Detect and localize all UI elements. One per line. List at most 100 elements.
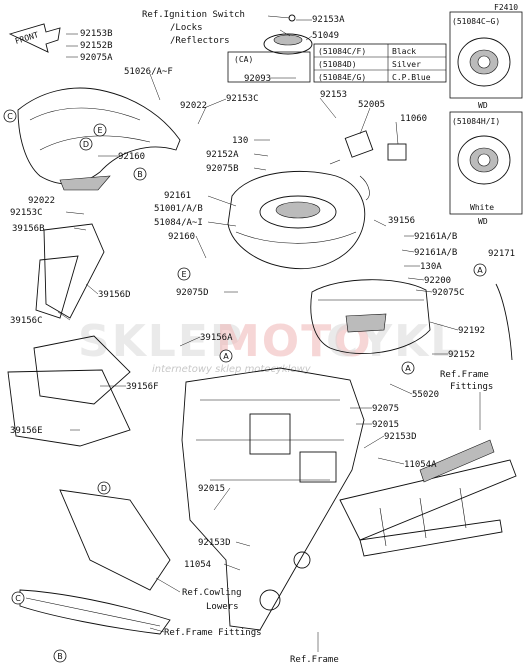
leader-lines <box>57 15 481 652</box>
label-92153B: 92153B <box>80 29 113 39</box>
label-11054: 11054 <box>184 560 211 570</box>
inset-1-region: WD <box>478 101 488 110</box>
inset-top: (51084C~G) WD <box>449 11 523 110</box>
fuel-cap-drawing <box>263 14 313 55</box>
label-92152: 92152 <box>448 350 475 360</box>
label-39156F: 39156F <box>126 382 159 392</box>
callout-c-2-label: C <box>15 594 21 603</box>
ca-box <box>227 51 311 83</box>
label-ref-ignition-2: /Locks <box>170 23 203 33</box>
color-table: (CA) (51084C/F) Black (51084D) Silver (5… <box>227 43 447 83</box>
inset-2-code: (51084H/I) <box>452 117 500 126</box>
fuel-pump-drawing <box>329 130 407 201</box>
color-name-2: Silver <box>392 60 421 69</box>
label-51001: 51001/A/B <box>154 204 203 214</box>
label-92153D-a: 92153D <box>384 432 417 442</box>
label-92015-b: 92015 <box>198 484 225 494</box>
callout-c-2: C <box>11 591 25 605</box>
callout-a-2-label: A <box>223 352 229 361</box>
label-92161AB: 92161A/B <box>414 232 457 242</box>
side-cover-drawing <box>17 87 181 191</box>
label-ref-ignition-3: /Reflectors <box>170 36 230 46</box>
callout-d-2: D <box>97 481 111 495</box>
label-52005: 52005 <box>358 100 385 110</box>
label-92152B: 92152B <box>80 41 113 51</box>
label-ref-cowling-2: Lowers <box>206 602 239 612</box>
color-name-3: C.P.Blue <box>392 73 431 82</box>
label-55020: 55020 <box>412 390 439 400</box>
inset-1-code: (51084C~G) <box>452 17 500 26</box>
label-ref-ignition-1: Ref.Ignition Switch <box>142 10 245 20</box>
label-92022-a: 92022 <box>180 101 207 111</box>
label-39156A: 39156A <box>200 333 233 343</box>
label-ref-frame-fittings-1: Ref.Frame <box>440 370 489 380</box>
label-92153: 92153 <box>320 90 347 100</box>
lower-parts-drawing <box>19 489 171 635</box>
label-92075C: 92075C <box>432 288 465 298</box>
label-39156B: 39156B <box>12 224 45 234</box>
label-11054A: 11054A <box>404 460 437 470</box>
callout-e-1-label: E <box>97 126 102 135</box>
label-130: 130 <box>232 136 248 146</box>
figure-id: F2410 <box>494 3 518 12</box>
label-92075: 92075 <box>372 404 399 414</box>
label-92015-a: 92015 <box>372 420 399 430</box>
label-39156E: 39156E <box>10 426 43 436</box>
color-grid <box>313 43 447 83</box>
side-panels-drawing <box>7 223 131 447</box>
label-92171: 92171 <box>488 249 515 259</box>
label-92160-b: 92160 <box>168 232 195 242</box>
tank-tray-drawing <box>310 279 431 354</box>
inset-bottom: (51084H/I) White WD <box>449 111 523 226</box>
callout-a-3-label: A <box>405 364 411 373</box>
label-ref-frame-fittings-2: Fittings <box>450 382 493 392</box>
label-130A: 130A <box>420 262 442 272</box>
callout-a-1-label: A <box>477 266 483 275</box>
callout-a-1: A <box>473 263 487 277</box>
label-39156C: 39156C <box>10 316 43 326</box>
label-92153C-b: 92153C <box>10 208 43 218</box>
watermark-part3: CYKL <box>326 316 460 367</box>
color-name-1: Black <box>392 47 416 56</box>
sub-frame-drawing <box>339 439 517 557</box>
callout-d-2-label: D <box>101 484 107 493</box>
label-92152A: 92152A <box>206 150 239 160</box>
ca-label: (CA) <box>234 55 253 64</box>
label-92161AB-2: 92161A/B <box>414 248 457 258</box>
color-code-1: (51084C/F) <box>318 47 366 56</box>
label-92075B: 92075B <box>206 164 239 174</box>
part-labels: Ref.Ignition Switch /Locks /Reflectors 9… <box>10 10 515 665</box>
inset-2-note: White <box>470 203 494 212</box>
callout-e-1: E <box>93 123 107 137</box>
callout-c-1: C <box>3 109 17 123</box>
label-92161: 92161 <box>164 191 191 201</box>
label-51084: 51084/A~I <box>154 218 203 228</box>
label-51026: 51026/A~F <box>124 67 173 77</box>
callout-b-2-label: B <box>57 652 63 661</box>
callout-c-1-label: C <box>7 112 13 121</box>
drain-hose-drawing <box>495 283 513 361</box>
label-92200: 92200 <box>424 276 451 286</box>
label-92192: 92192 <box>458 326 485 336</box>
label-51049: 51049 <box>312 31 339 41</box>
callout-b-1-label: B <box>137 170 143 179</box>
front-arrow-icon: FRONT <box>8 23 61 53</box>
callout-b-1: B <box>133 167 147 181</box>
label-92153A: 92153A <box>312 15 345 25</box>
color-code-3: (51084E/G) <box>318 73 366 82</box>
label-92153C-a: 92153C <box>226 94 259 104</box>
fuel-tank-drawing <box>227 170 366 270</box>
watermark-subtitle: internetowy sklep motocyklowy <box>152 364 312 375</box>
label-92075A: 92075A <box>80 53 113 63</box>
callout-e-2-label: E <box>181 270 186 279</box>
callout-d-1: D <box>79 137 93 151</box>
label-92160-a: 92160 <box>118 152 145 162</box>
label-ref-frame-fittings-bottom: Ref.Frame Fittings <box>164 628 262 638</box>
color-code-2: (51084D) <box>318 60 357 69</box>
callout-d-1-label: D <box>83 140 89 149</box>
label-ref-frame: Ref.Frame <box>290 655 339 665</box>
label-ref-cowling-1: Ref.Cowling <box>182 588 242 598</box>
watermark-part2: MOTO <box>216 316 373 367</box>
label-11060: 11060 <box>400 114 427 124</box>
